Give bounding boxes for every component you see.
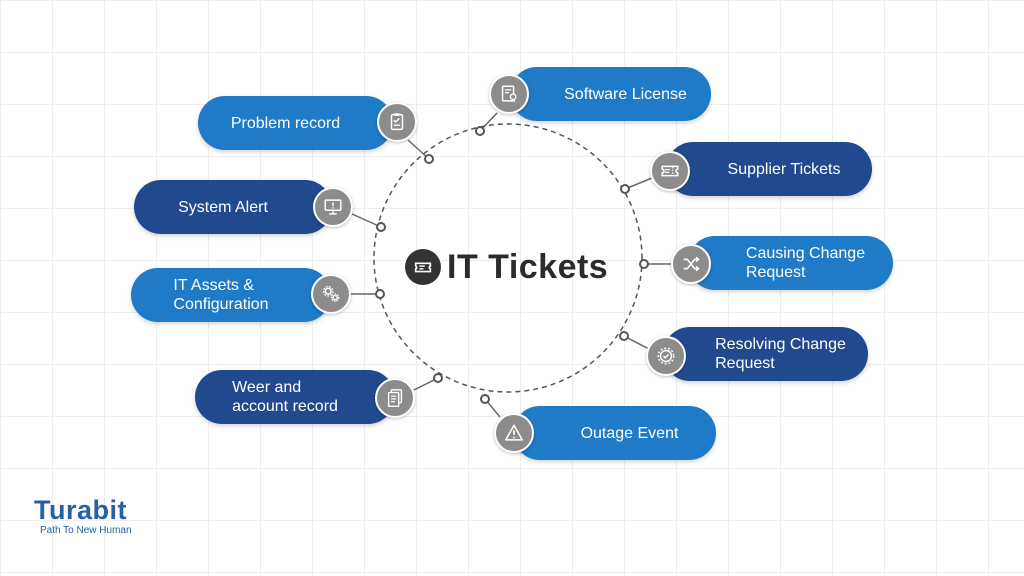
item-outage-event[interactable]: Outage Event (513, 406, 716, 460)
node-causing-change (639, 259, 649, 269)
item-label: Software License (564, 85, 687, 103)
node-system-alert (376, 222, 386, 232)
item-problem-record[interactable]: Problem record (198, 96, 393, 150)
brand-logo: Turabit Path To New Human (34, 495, 132, 536)
clipboard-icon (377, 102, 417, 142)
item-label: System Alert (178, 198, 268, 216)
brand-name: Turabit (34, 495, 127, 525)
item-weer-account[interactable]: Weer and account record (195, 370, 395, 424)
center-title: IT Tickets (405, 245, 608, 289)
ticket-icon (650, 151, 690, 191)
item-label: Resolving Change Request (715, 336, 846, 372)
item-label: Outage Event (580, 424, 679, 442)
page-title: IT Tickets (447, 247, 609, 286)
ticket-icon (405, 249, 441, 285)
warning-icon (494, 413, 534, 453)
item-it-assets[interactable]: IT Assets & Configuration (131, 268, 331, 322)
documents-icon (375, 378, 415, 418)
item-causing-change[interactable]: Causing Change Request (688, 236, 893, 290)
node-problem-record (424, 154, 434, 164)
brand-tagline: Path To New Human (40, 525, 132, 536)
item-label: Supplier Tickets (727, 160, 841, 178)
node-it-assets (375, 289, 385, 299)
node-software-license (475, 126, 485, 136)
item-supplier-tickets[interactable]: Supplier Tickets (666, 142, 872, 196)
item-label: Problem record (230, 114, 341, 132)
dashed-ring (373, 123, 643, 393)
item-software-license[interactable]: Software License (510, 67, 711, 121)
item-system-alert[interactable]: System Alert (134, 180, 332, 234)
certificate-icon (489, 74, 529, 114)
item-label: Causing Change Request (745, 245, 866, 281)
node-supplier-tickets (620, 184, 630, 194)
node-weer-account (433, 373, 443, 383)
shuffle-icon (671, 244, 711, 284)
node-resolving-change (619, 331, 629, 341)
gears-icon (311, 274, 351, 314)
item-resolving-change[interactable]: Resolving Change Request (663, 327, 868, 381)
item-label: IT Assets & Configuration (173, 277, 269, 313)
monitor-alert-icon (313, 187, 353, 227)
node-outage-event (480, 394, 490, 404)
gear-check-icon (646, 336, 686, 376)
item-label: Weer and account record (232, 379, 338, 415)
